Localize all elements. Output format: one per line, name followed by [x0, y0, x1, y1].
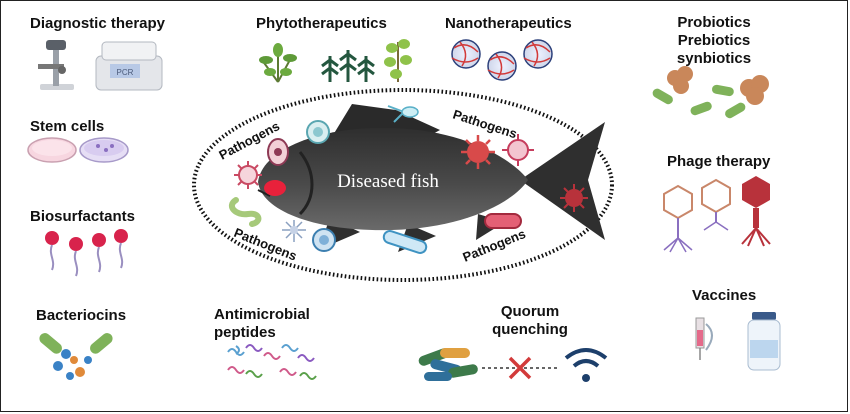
red-virus-small-icon	[560, 184, 588, 212]
flagellate-icon	[387, 105, 419, 123]
label-biosurfactants: Biosurfactants	[30, 208, 136, 225]
central-ellipse	[192, 88, 614, 282]
ginkgo-plant-icon	[384, 39, 412, 82]
inhibition-x-icon	[482, 356, 560, 380]
label-amp-line1: Antimicrobial	[214, 306, 310, 323]
nanoparticle-icon	[451, 39, 553, 81]
bacteriophage-icon	[663, 176, 771, 253]
peptide-icon	[227, 344, 317, 380]
pink-virus-icon	[502, 134, 534, 166]
label-probiotics-line1: Probiotics	[677, 14, 751, 31]
fungus-icon	[282, 220, 306, 242]
label-quorum-line1: Quorum	[500, 303, 560, 320]
label-quorum-line2: quenching	[492, 321, 568, 338]
coronavirus-icon	[234, 161, 262, 189]
label-stem-cells: Stem cells	[30, 118, 105, 135]
bacterium-red-icon	[484, 213, 522, 229]
bacterium-blue-icon	[382, 230, 428, 254]
syringe-icon	[695, 317, 713, 360]
bacteria-cluster-icon	[418, 348, 478, 381]
spiked-virus-icon	[312, 228, 336, 252]
signal-wifi-icon	[564, 348, 608, 382]
label-probiotics: Probiotics Prebiotics synbiotics	[664, 14, 764, 68]
herb-plant-icon	[259, 43, 297, 83]
protozoa-icon	[267, 138, 289, 166]
label-nanotherapeutics: Nanotherapeutics	[445, 15, 572, 32]
virus-icon	[306, 120, 330, 144]
fern-plant-icon	[321, 50, 375, 82]
microscope-icon	[38, 40, 74, 90]
label-phage-therapy: Phage therapy	[667, 153, 771, 170]
label-diagnostic-therapy: Diagnostic therapy	[30, 15, 166, 32]
worm-icon	[228, 197, 262, 227]
label-probiotics-line2: Prebiotics	[677, 32, 751, 49]
vaccine-vial-icon	[747, 312, 781, 371]
petri-dish-icon	[27, 137, 129, 163]
red-virus-icon	[461, 135, 495, 169]
pathogens-label-bottom-right: Pathogens	[461, 226, 528, 265]
label-probiotics-line3: synbiotics	[676, 50, 752, 67]
probiotic-bacteria-icon	[652, 66, 769, 119]
center-title: Diseased fish	[337, 171, 439, 192]
pcr-machine-icon: PCR	[95, 41, 163, 91]
label-quorum-quenching: Quorum quenching	[475, 303, 585, 339]
pathogens-label-top-right: Pathogens	[451, 107, 519, 142]
label-bacteriocins: Bacteriocins	[36, 307, 127, 324]
pcr-screen-text: PCR	[117, 68, 134, 77]
biosurfactant-icon	[45, 229, 128, 277]
label-vaccines: Vaccines	[692, 287, 757, 304]
label-phytotherapeutics: Phytotherapeutics	[256, 15, 387, 32]
label-amp-line2: peptides	[214, 324, 276, 341]
fish-eye	[264, 180, 286, 196]
bacteriocin-icon	[39, 333, 113, 380]
label-antimicrobial-peptides: Antimicrobial peptides	[214, 306, 310, 342]
